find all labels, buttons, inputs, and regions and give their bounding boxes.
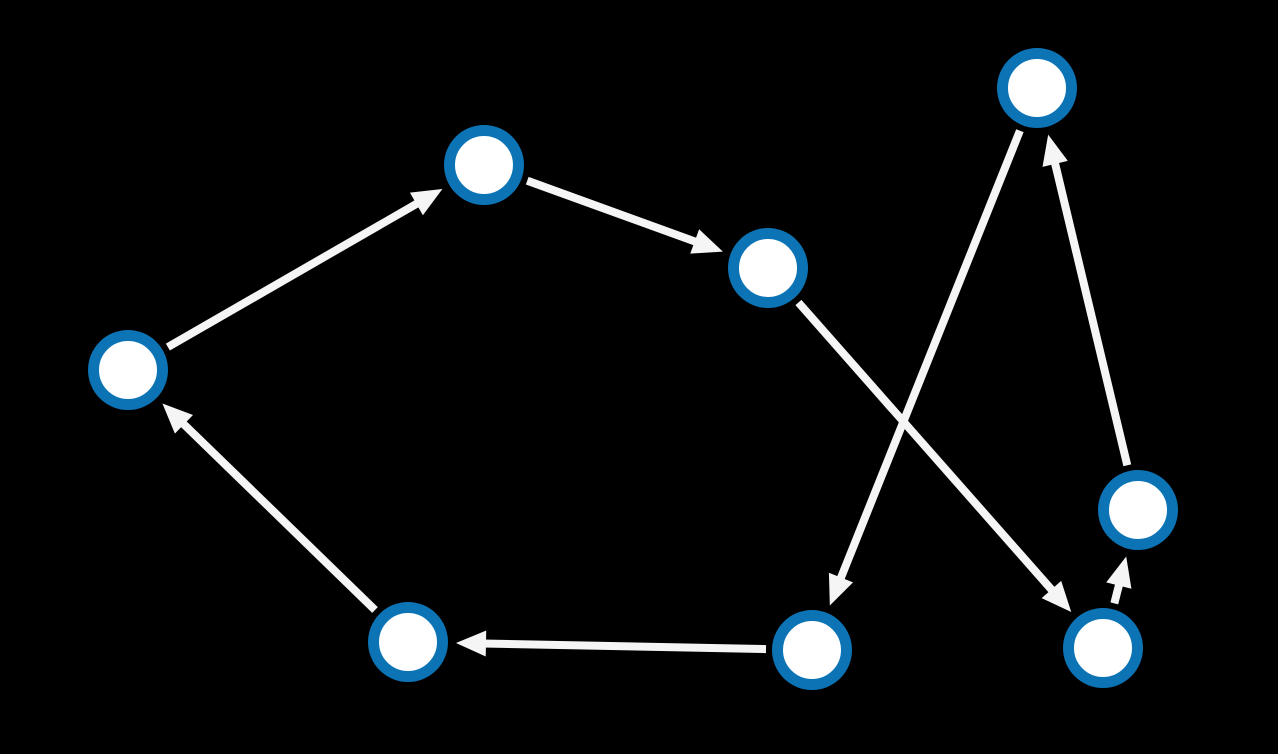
graph-node[interactable] — [772, 610, 852, 690]
arrowhead-icon — [690, 229, 723, 254]
graph-edge — [165, 188, 443, 351]
edge-line — [1050, 159, 1132, 467]
edge-line — [795, 299, 1057, 595]
node-ring — [1098, 470, 1178, 550]
node-core — [98, 340, 158, 400]
node-core — [454, 135, 514, 195]
graph-edge — [1042, 134, 1132, 467]
graph-edge — [828, 129, 1024, 606]
node-ring — [772, 610, 852, 690]
arrowhead-icon — [1042, 134, 1068, 167]
edge-line — [178, 418, 378, 613]
arrowhead-icon — [455, 630, 487, 657]
graph-edge — [525, 176, 723, 254]
node-core — [1073, 618, 1133, 678]
edge-line — [1110, 581, 1124, 605]
edge-line — [525, 176, 700, 247]
edge-line — [165, 198, 422, 351]
graph-node[interactable] — [1063, 608, 1143, 688]
node-core — [738, 238, 798, 298]
graph-node[interactable] — [368, 602, 448, 682]
node-ring — [1063, 608, 1143, 688]
node-core — [1007, 58, 1067, 118]
graph-edge — [162, 403, 378, 613]
node-core — [782, 620, 842, 680]
node-ring — [368, 602, 448, 682]
graph-node[interactable] — [444, 125, 524, 205]
graph-node[interactable] — [728, 228, 808, 308]
node-ring — [728, 228, 808, 308]
arrowhead-icon — [409, 188, 443, 216]
node-core — [1108, 480, 1168, 540]
graph-edge — [1106, 556, 1132, 605]
node-ring — [997, 48, 1077, 128]
arrowhead-icon — [828, 572, 854, 606]
node-ring — [88, 330, 168, 410]
node-core — [378, 612, 438, 672]
graph-node[interactable] — [997, 48, 1077, 128]
arrowhead-icon — [1041, 580, 1072, 612]
graph-node[interactable] — [88, 330, 168, 410]
edges-layer — [162, 129, 1132, 657]
graph-node[interactable] — [1098, 470, 1178, 550]
edge-line — [835, 129, 1024, 583]
node-ring — [444, 125, 524, 205]
edge-line — [482, 639, 767, 654]
graph-edge — [455, 630, 767, 657]
arrowhead-icon — [162, 403, 194, 434]
graph-edge — [795, 299, 1072, 612]
nodes-layer — [88, 48, 1178, 690]
arrowhead-icon — [1106, 556, 1132, 589]
